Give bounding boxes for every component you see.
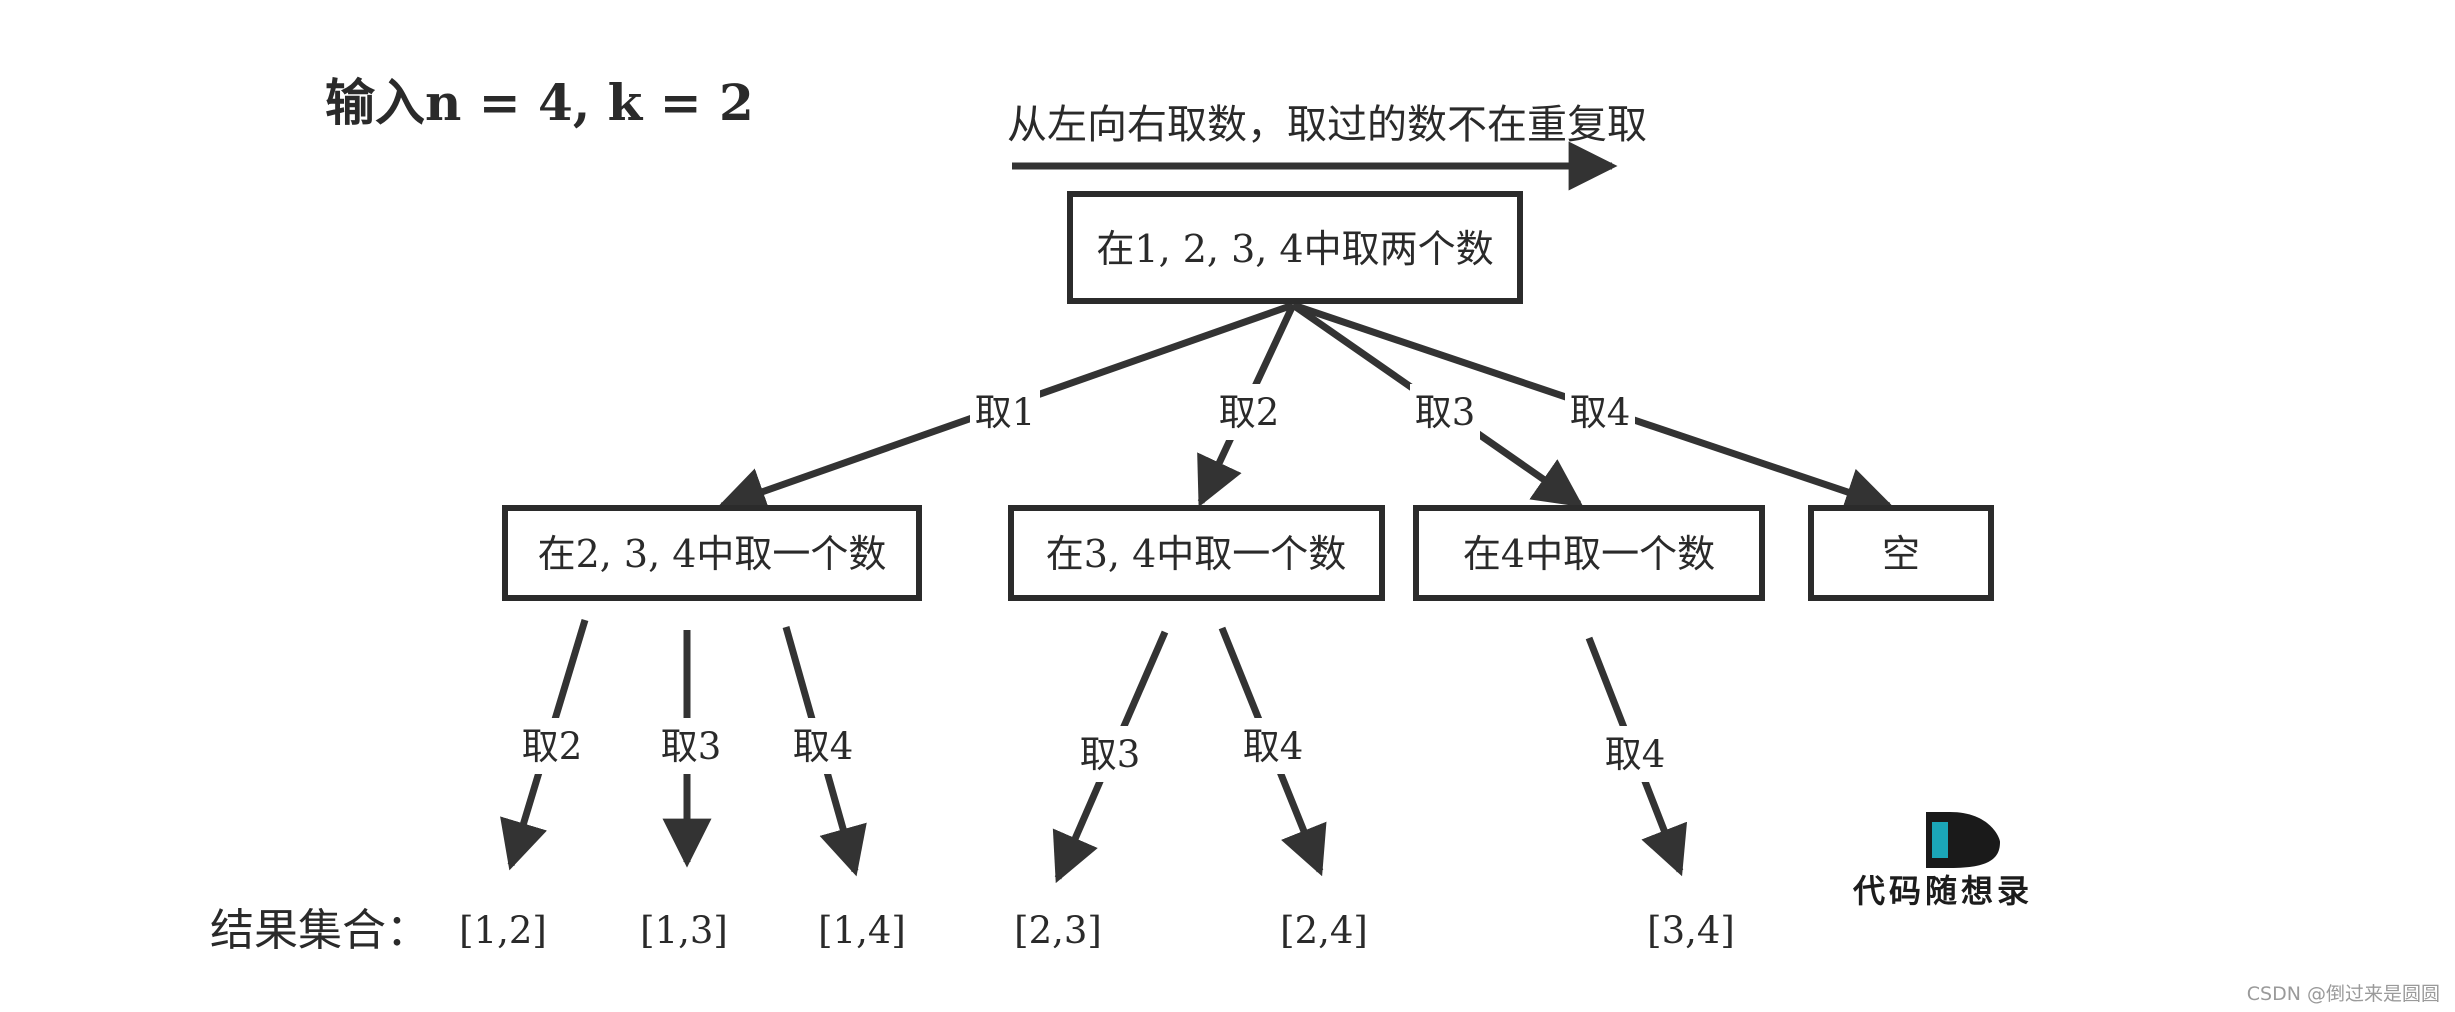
svg-text:取4: 取4 <box>1243 725 1304 768</box>
svg-text:取1: 取1 <box>975 391 1036 434</box>
svg-text:空: 空 <box>1882 532 1920 576</box>
svg-text:在4中取一个数: 在4中取一个数 <box>1463 532 1715 576</box>
edge-label-n34-take-4: 取4 <box>1238 718 1308 774</box>
edge-label-n234-take-2: 取2 <box>517 718 587 774</box>
svg-text:取4: 取4 <box>793 725 854 768</box>
svg-text:在3, 4中取一个数: 在3, 4中取一个数 <box>1046 532 1347 576</box>
results-label: 结果集合： <box>210 905 430 956</box>
result-2-4: [2,4] <box>1280 909 1368 952</box>
logo: 代码随想录 <box>1852 812 2033 910</box>
edge-label-root-take-2: 取2 <box>1214 384 1284 440</box>
edge-label-n4-take-4: 取4 <box>1600 726 1670 782</box>
result-3-4: [3,4] <box>1647 909 1735 952</box>
title: 输入n = 4, k = 2 <box>325 73 754 132</box>
watermark: CSDN @倒过来是圆圆 <box>2247 983 2440 1005</box>
result-1-4: [1,4] <box>818 909 906 952</box>
svg-text:取3: 取3 <box>661 725 722 768</box>
edge-label-root-take-3: 取3 <box>1410 384 1480 440</box>
logo-text: 代码随想录 <box>1852 872 2033 910</box>
node-empty: 空 <box>1808 505 1994 601</box>
svg-text:取3: 取3 <box>1080 733 1141 776</box>
result-2-3: [2,3] <box>1014 909 1102 952</box>
edge-label-n234-take-4: 取4 <box>788 718 858 774</box>
svg-text:取3: 取3 <box>1415 391 1476 434</box>
svg-text:取4: 取4 <box>1570 391 1631 434</box>
edge-label-root-take-4: 取4 <box>1565 384 1635 440</box>
svg-text:取2: 取2 <box>522 725 583 768</box>
svg-text:取2: 取2 <box>1219 391 1280 434</box>
edge-label-n234-take-3: 取3 <box>656 718 726 774</box>
logo-d-icon <box>1926 812 2000 868</box>
svg-text:在2, 3, 4中取一个数: 在2, 3, 4中取一个数 <box>538 532 887 576</box>
direction-caption: 从左向右取数，取过的数不在重复取 <box>1007 102 1647 148</box>
edge-label-root-take-1: 取1 <box>970 384 1040 440</box>
svg-text:取4: 取4 <box>1605 733 1666 776</box>
node-choose-from-2-3-4: 在2, 3, 4中取一个数 <box>502 505 922 601</box>
node-root: 在1, 2, 3, 4中取两个数 <box>1067 191 1523 304</box>
node-choose-from-3-4: 在3, 4中取一个数 <box>1008 505 1385 601</box>
node-choose-from-4: 在4中取一个数 <box>1413 505 1765 601</box>
result-1-2: [1,2] <box>459 909 547 952</box>
edge-label-n34-take-3: 取3 <box>1075 726 1145 782</box>
result-1-3: [1,3] <box>640 909 728 952</box>
svg-text:在1, 2, 3, 4中取两个数: 在1, 2, 3, 4中取两个数 <box>1096 227 1493 271</box>
